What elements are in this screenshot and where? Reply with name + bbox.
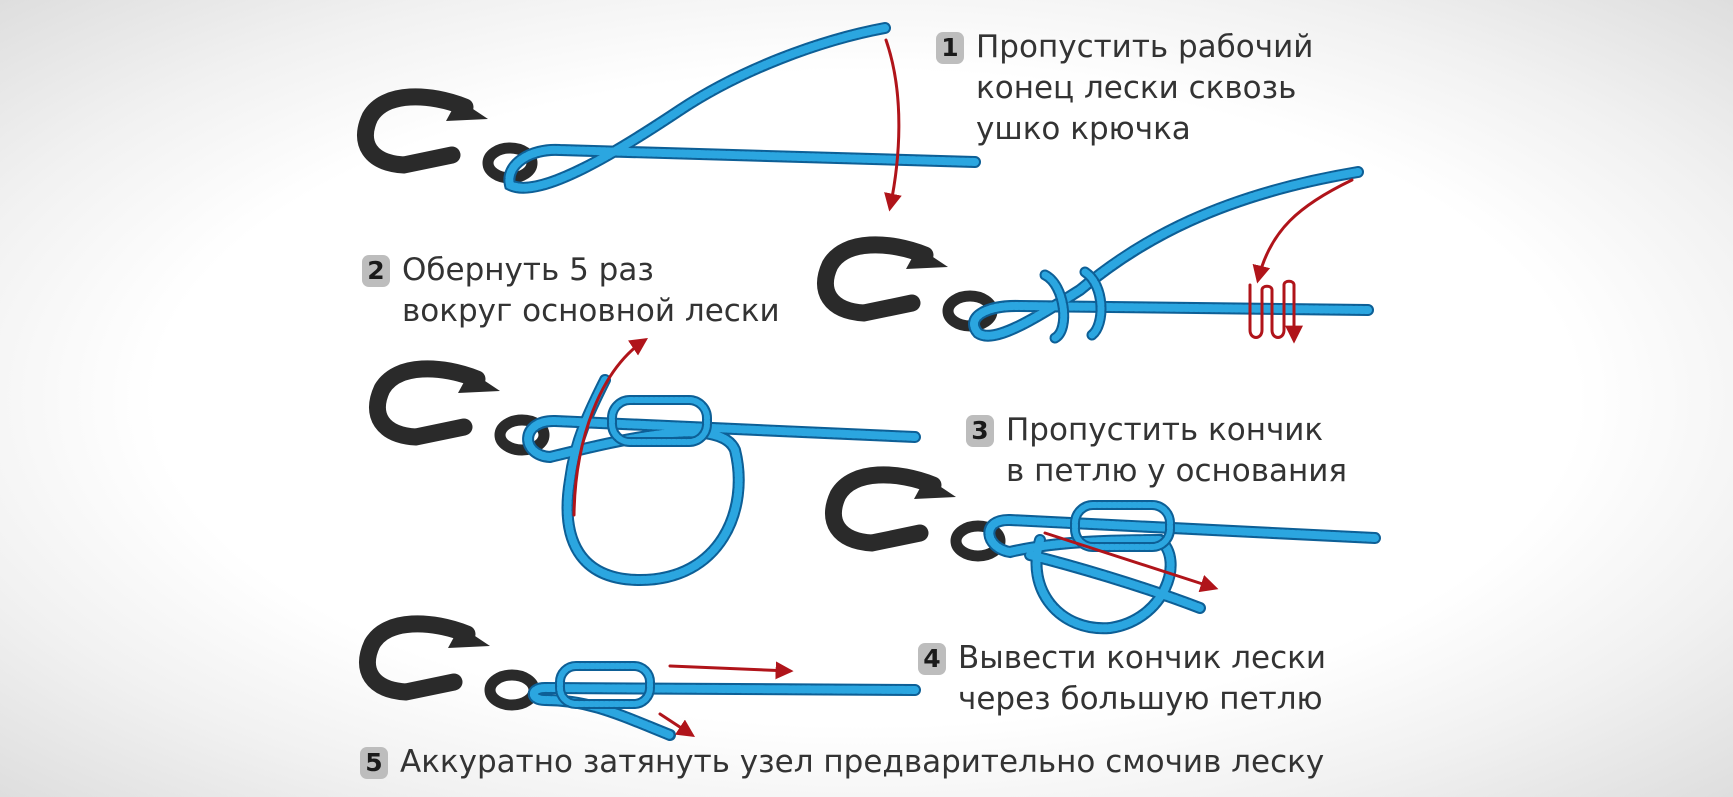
step-number-badge: 3 (966, 415, 994, 447)
direction-arrow-icon (1252, 178, 1354, 284)
step-text-line: Вывести кончик лески (958, 640, 1326, 676)
step-text-line: Обернуть 5 раз (402, 252, 654, 288)
step-text-line: через большую петлю (958, 681, 1323, 717)
step-text-line: вокруг основной лески (402, 293, 780, 329)
step-text-line: в петлю у основания (1006, 453, 1348, 489)
fishing-line-icon (522, 374, 921, 587)
step-text: Аккуратно затянуть узел предварительно с… (400, 742, 1324, 783)
step-text: Пропустить кончик в петлю у основания (1006, 410, 1347, 492)
fishing-hook-icon (369, 360, 550, 456)
direction-arrow-icon (658, 712, 696, 737)
step-number-badge: 5 (360, 747, 388, 779)
step-number-badge: 2 (362, 255, 390, 287)
step-text-line: Пропустить кончик (1006, 412, 1324, 448)
direction-arrow-icon (1248, 279, 1303, 344)
direction-arrow-icon (1043, 531, 1219, 593)
fishing-line-icon (983, 500, 1381, 635)
fishing-line-icon (503, 22, 981, 194)
step-text: Вывести кончик лески через большую петлю (958, 638, 1326, 720)
step-number-badge: 4 (918, 643, 946, 675)
step-number-badge: 1 (936, 32, 964, 64)
fishing-hook-icon (357, 88, 538, 184)
step-text-line: конец лески сквозь (976, 70, 1297, 106)
fishing-line-icon (528, 661, 921, 741)
step-text: Обернуть 5 раз вокруг основной лески (402, 250, 780, 332)
step-5: 5 Аккуратно затянуть узел предварительно… (360, 742, 1324, 783)
step-text-line: Пропустить рабочий (976, 29, 1314, 65)
step-2: 2 Обернуть 5 раз вокруг основной лески (362, 250, 780, 332)
step-text-line: Аккуратно затянуть узел предварительно с… (400, 744, 1325, 780)
direction-arrow-icon (668, 661, 794, 680)
step-1: 1 Пропустить рабочий конец лески сквозь … (936, 27, 1313, 150)
fishing-line-icon (968, 166, 1374, 344)
fishing-hook-icon (817, 236, 998, 332)
step-3: 3 Пропустить кончик в петлю у основания (966, 410, 1347, 492)
direction-arrow-icon (572, 338, 648, 517)
step-text-line: ушко крючка (976, 111, 1191, 147)
direction-arrow-icon (884, 38, 902, 212)
fishing-hook-icon (359, 615, 540, 711)
step-4: 4 Вывести кончик лески через большую пет… (918, 638, 1326, 720)
step-text: Пропустить рабочий конец лески сквозь уш… (976, 27, 1313, 150)
fishing-hook-icon (825, 466, 1006, 562)
